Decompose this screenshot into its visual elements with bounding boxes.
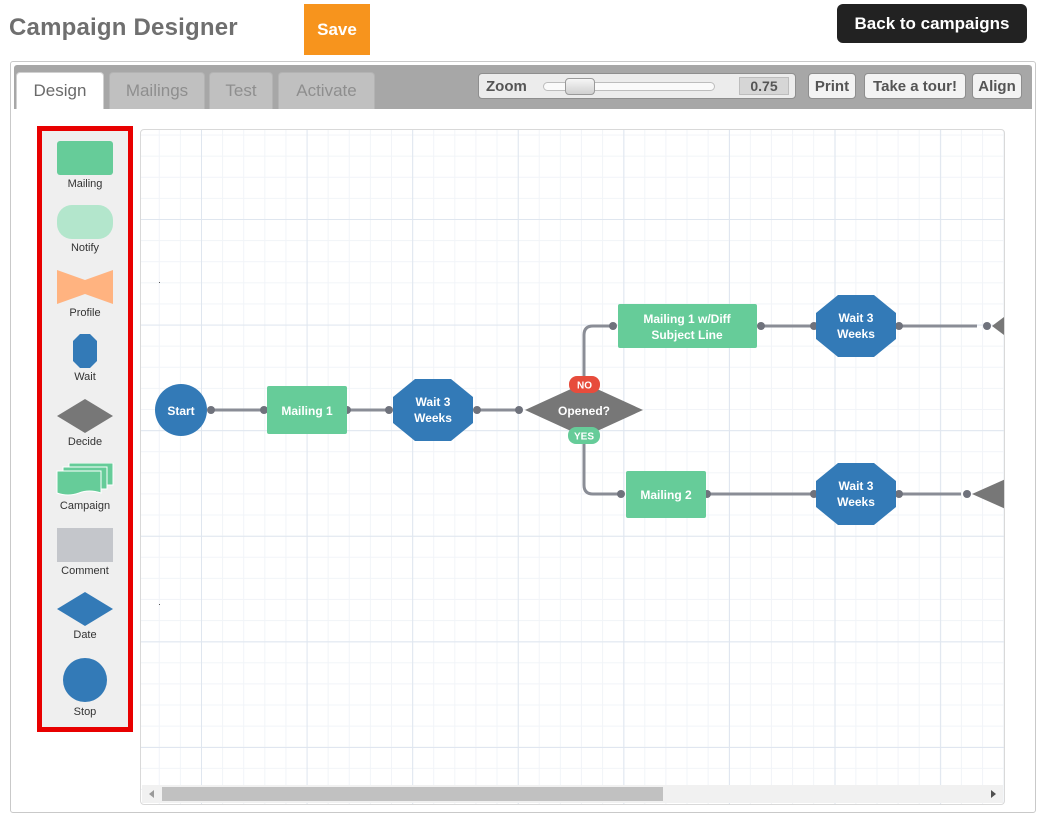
node-mailing-1-label: Mailing 1: [281, 404, 333, 418]
date-diamond-icon: [57, 592, 113, 626]
palette-item-mailing[interactable]: Mailing: [42, 141, 128, 190]
align-button[interactable]: Align: [972, 73, 1022, 99]
tab-bar: Design Mailings Test Activate Zoom 0.75 …: [14, 65, 1032, 109]
node-decide-opened[interactable]: Opened?: [525, 383, 643, 437]
node-wait-1-line1: Wait 3: [416, 395, 451, 409]
mailing-shape-icon: [57, 141, 113, 175]
palette-item-date[interactable]: Date: [42, 592, 128, 641]
zoom-label: Zoom: [486, 78, 527, 95]
save-button[interactable]: Save: [304, 4, 370, 55]
flow-connectors: [211, 324, 977, 496]
badge-no: NO: [569, 376, 600, 393]
node-mailing-2[interactable]: Mailing 2: [626, 471, 706, 518]
canvas-mark: [159, 604, 160, 605]
node-wait-1[interactable]: Wait 3 Weeks: [393, 379, 473, 441]
notify-shape-icon: [57, 205, 113, 239]
palette-label: Decide: [67, 436, 103, 448]
zoom-control: Zoom 0.75: [478, 73, 796, 99]
node-mailing-diff-subject[interactable]: Mailing 1 w/Diff Subject Line: [618, 304, 757, 348]
node-mailing-diff-line1: Mailing 1 w/Diff: [643, 312, 731, 326]
palette-label: Stop: [73, 706, 97, 718]
wait-octagon-icon: [73, 334, 97, 368]
palette-label: Mailing: [67, 178, 103, 190]
node-mailing-2-label: Mailing 2: [640, 488, 692, 502]
palette-label: Profile: [69, 307, 101, 319]
palette-item-profile[interactable]: Profile: [42, 270, 128, 319]
palette-label: Notify: [70, 242, 100, 254]
node-wait-3[interactable]: Wait 3 Weeks: [816, 463, 896, 525]
profile-shape-icon: [57, 270, 113, 304]
badge-yes: YES: [568, 427, 600, 444]
print-button[interactable]: Print: [808, 73, 856, 99]
palette-item-comment[interactable]: Comment: [42, 528, 128, 577]
design-canvas[interactable]: Start Mailing 1 Wait 3 Weeks Opened? NO: [140, 129, 1005, 805]
shape-palette: Mailing Notify Profile Wait Decide Campa…: [37, 126, 133, 732]
page-title: Campaign Designer: [9, 14, 238, 41]
designer-frame: Design Mailings Test Activate Zoom 0.75 …: [10, 61, 1036, 813]
horizontal-scrollbar-thumb[interactable]: [162, 787, 663, 801]
comment-shape-icon: [57, 528, 113, 562]
canvas-mark: [159, 282, 160, 283]
node-wait-2-line1: Wait 3: [839, 311, 874, 325]
tab-activate[interactable]: Activate: [278, 72, 375, 109]
node-wait-3-line2: Weeks: [837, 495, 875, 509]
palette-item-wait[interactable]: Wait: [42, 334, 128, 383]
scroll-right-icon[interactable]: [991, 790, 996, 798]
badge-no-label: NO: [577, 381, 592, 392]
node-start[interactable]: Start: [155, 384, 207, 436]
palette-item-notify[interactable]: Notify: [42, 205, 128, 254]
palette-item-stop[interactable]: Stop: [42, 657, 128, 718]
node-decide-partial-bottom[interactable]: [972, 478, 1005, 510]
scroll-left-icon[interactable]: [149, 790, 154, 798]
decide-diamond-icon: [57, 399, 113, 433]
palette-label: Date: [73, 629, 97, 641]
zoom-slider-track[interactable]: [543, 82, 715, 91]
node-decide-label: Opened?: [558, 404, 610, 418]
tab-mailings[interactable]: Mailings: [109, 72, 205, 109]
palette-item-decide[interactable]: Decide: [42, 399, 128, 448]
back-to-campaigns-button[interactable]: Back to campaigns: [837, 4, 1027, 43]
node-decide-partial-top[interactable]: [992, 314, 1005, 338]
horizontal-scrollbar[interactable]: [142, 785, 1003, 803]
campaign-shape-icon: [56, 463, 114, 496]
node-wait-2-line2: Weeks: [837, 327, 875, 341]
flow-diagram: Start Mailing 1 Wait 3 Weeks Opened? NO: [155, 282, 1005, 605]
stop-circle-icon: [63, 658, 107, 702]
palette-label: Comment: [61, 565, 109, 577]
palette-label: Wait: [74, 371, 96, 383]
zoom-value: 0.75: [739, 77, 789, 95]
palette-item-campaign[interactable]: Campaign: [42, 463, 128, 512]
node-wait-1-line2: Weeks: [414, 411, 452, 425]
badge-yes-label: YES: [574, 432, 594, 443]
palette-label: Campaign: [59, 500, 111, 512]
tab-design[interactable]: Design: [16, 72, 104, 109]
zoom-slider-handle[interactable]: [565, 78, 595, 95]
take-a-tour-button[interactable]: Take a tour!: [864, 73, 966, 99]
node-wait-3-line1: Wait 3: [839, 479, 874, 493]
node-mailing-1[interactable]: Mailing 1: [267, 386, 347, 434]
node-wait-2[interactable]: Wait 3 Weeks: [816, 295, 896, 357]
tab-test[interactable]: Test: [209, 72, 273, 109]
node-mailing-diff-line2: Subject Line: [651, 328, 723, 342]
node-start-label: Start: [167, 404, 194, 418]
